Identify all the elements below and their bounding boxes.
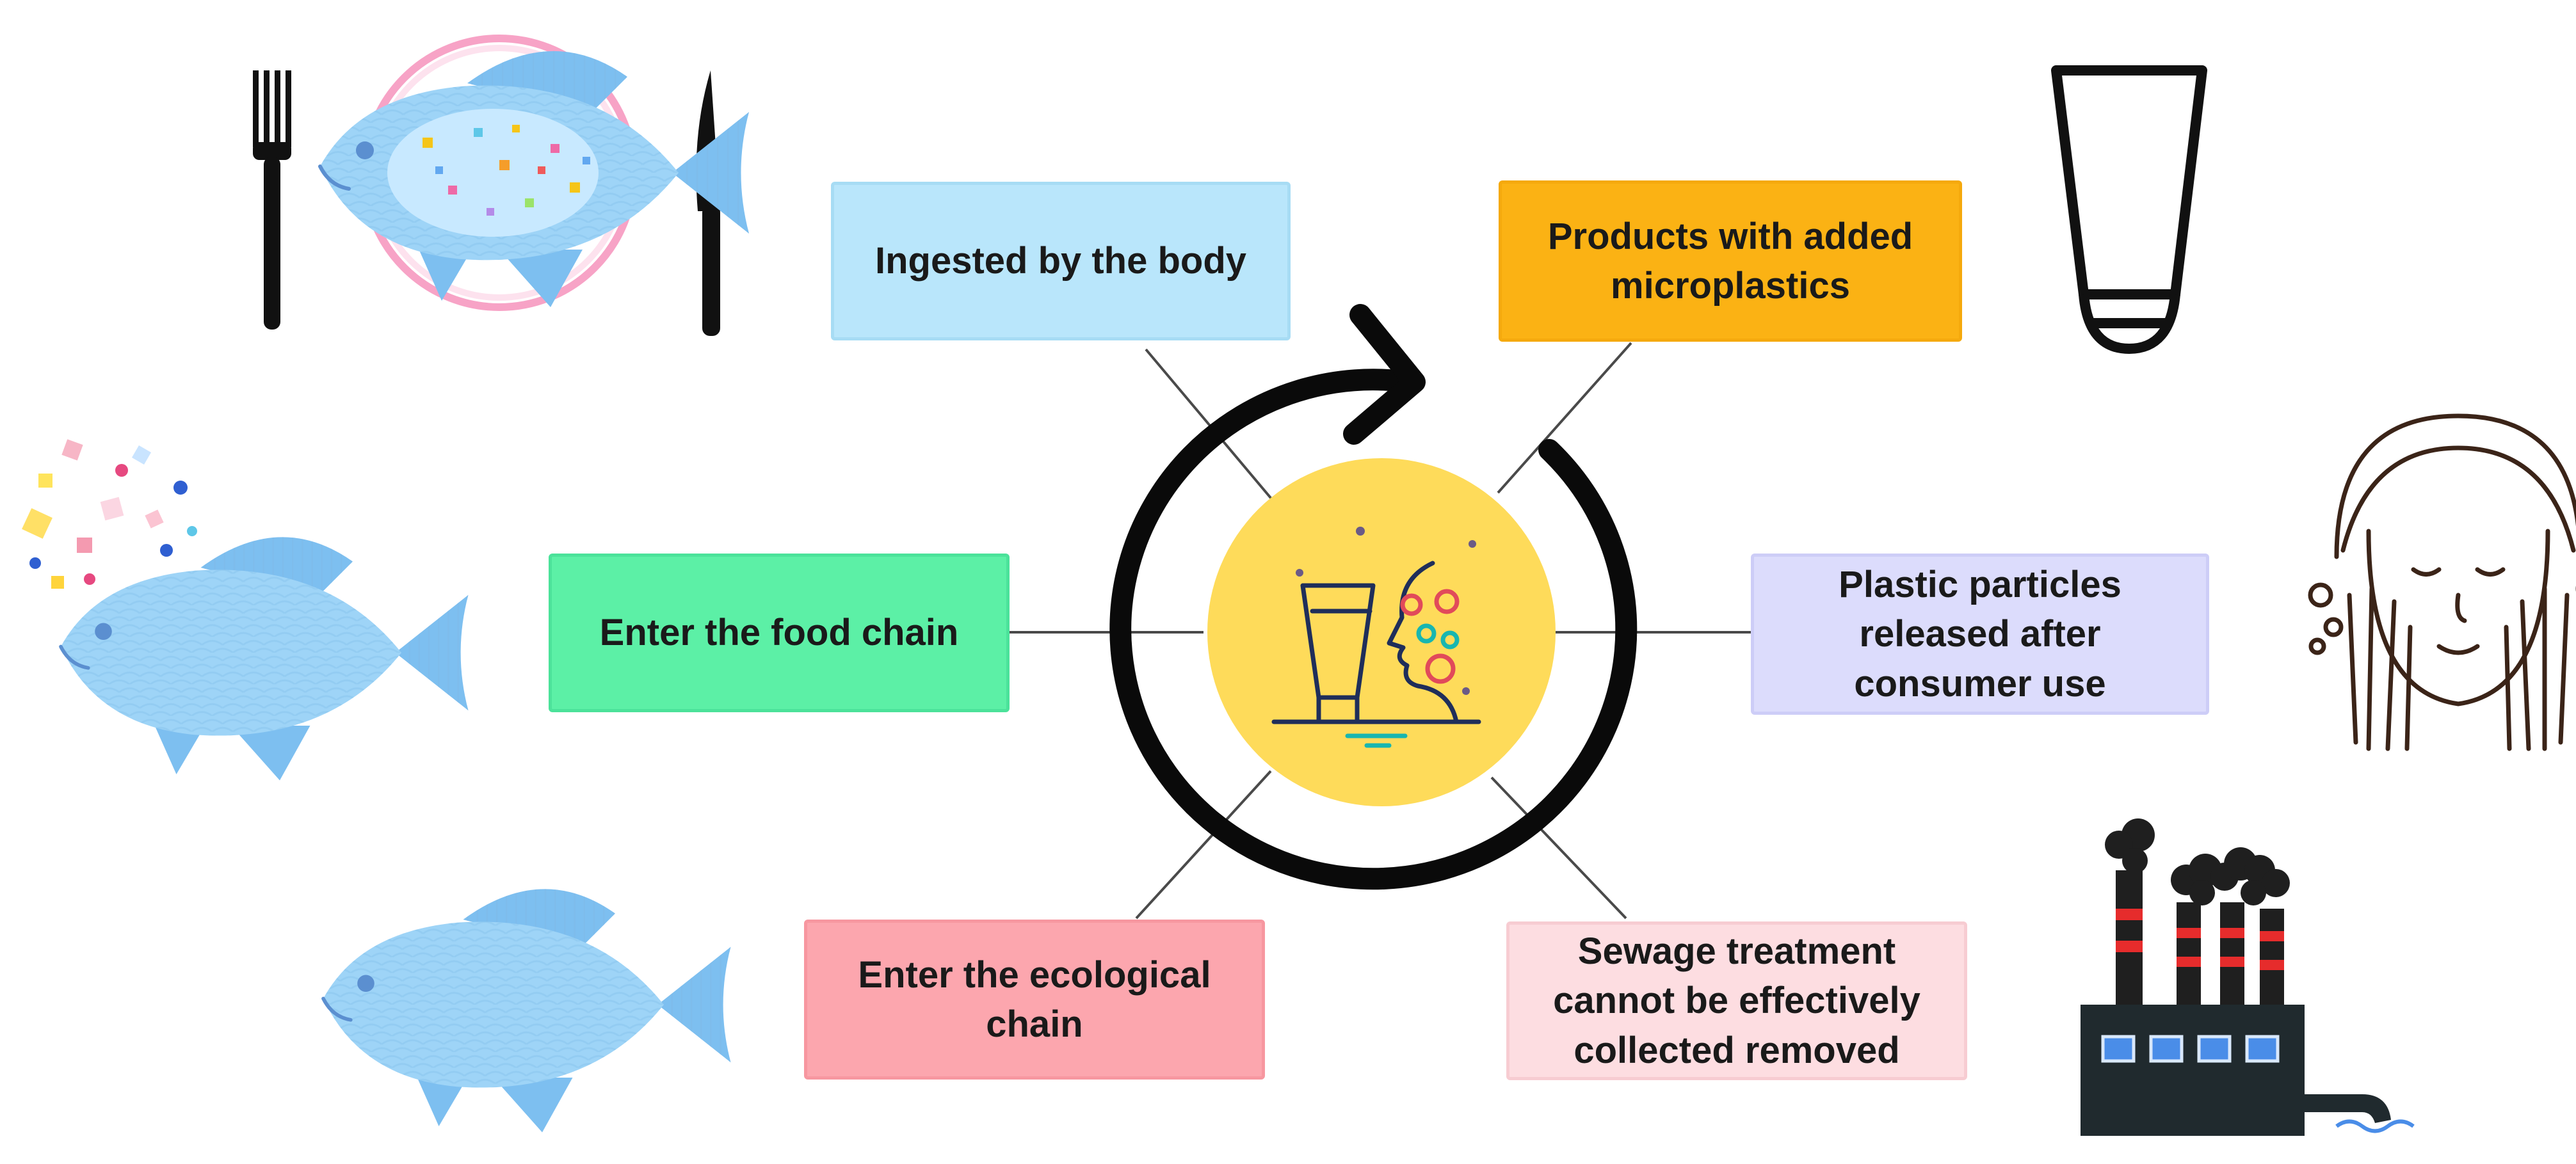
center-circle: [1207, 458, 1556, 806]
box-sewage-label: Sewage treatment cannot be effectively c…: [1553, 930, 1920, 1071]
box-ingested-label: Ingested by the body: [874, 240, 1247, 282]
factory-icon: [2081, 818, 2415, 1136]
connector-lines: [1010, 342, 1751, 920]
face-washing-icon: [2308, 413, 2576, 751]
connector-products: [1497, 342, 1632, 494]
box-food-chain: Enter the food chain: [549, 554, 1010, 712]
box-products-label: Products with added microplastics: [1547, 215, 1913, 307]
box-ecological-label: Enter the ecological chain: [858, 953, 1211, 1045]
fish-icon: [323, 889, 731, 1132]
connector-sewage: [1490, 776, 1627, 920]
cosmetic-tube-face-icon: [1271, 561, 1481, 748]
microplastic-particles: [423, 125, 590, 216]
fish-on-plate-icon: [253, 35, 749, 336]
cosmetic-tube-icon: [2051, 65, 2207, 354]
box-products-microplastics: Products with added microplastics: [1499, 180, 1962, 342]
fish-with-microplastics-icon: [22, 439, 468, 780]
box-sewage-treatment: Sewage treatment cannot be effectively c…: [1506, 921, 1967, 1080]
connector-ecological: [1135, 770, 1272, 920]
box-plastic-particles: Plastic particles released after consume…: [1751, 554, 2209, 715]
box-ingested-by-body: Ingested by the body: [831, 182, 1291, 340]
box-food-label: Enter the food chain: [599, 612, 959, 654]
circular-arrow-icon: [1109, 304, 1638, 890]
box-plastic-label: Plastic particles released after consume…: [1839, 564, 2121, 705]
box-ecological-chain: Enter the ecological chain: [804, 920, 1265, 1080]
fork-icon: [253, 70, 291, 330]
sparkle-dots: [1296, 527, 1476, 695]
microplastic-particles: [22, 439, 197, 589]
